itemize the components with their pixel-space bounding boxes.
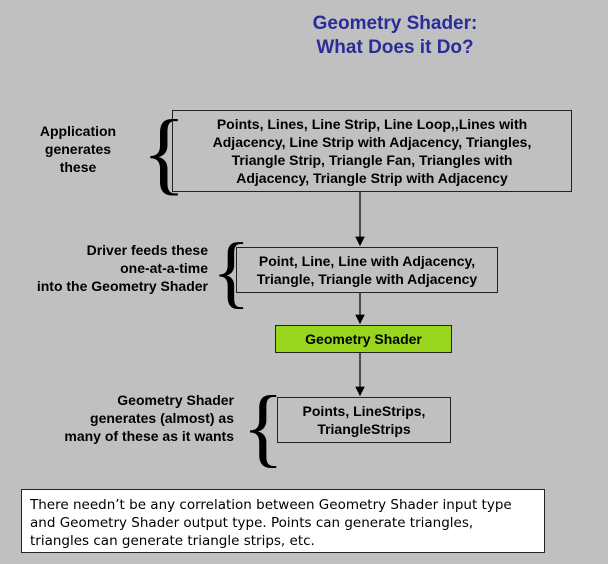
primitives-line: Adjacency, Line Strip with Adjacency, Tr… <box>212 134 532 150</box>
output-label-line: Geometry Shader <box>117 392 234 408</box>
driver-primitive-line: Point, Line, Line with Adjacency, <box>258 253 476 269</box>
driver-label: Driver feeds these one-at-a-time into th… <box>10 241 208 295</box>
note-line: and Geometry Shader output type. Points … <box>30 515 474 531</box>
output-primitive-line: TriangleStrips <box>317 421 411 437</box>
note-line: triangles can generate triangle strips, … <box>30 533 315 549</box>
slide-title-line-1: Geometry Shader: <box>312 13 478 34</box>
output-primitives-box: Points, LineStrips, TriangleStrips <box>277 397 451 443</box>
driver-primitive-box: Point, Line, Line with Adjacency, Triang… <box>236 247 498 293</box>
primitives-line: Points, Lines, Line Strip, Line Loop,,Li… <box>216 116 528 132</box>
primitives-line: Triangle Strip, Triangle Fan, Triangles … <box>231 152 513 168</box>
note-line: There needn’t be any correlation between… <box>30 497 512 513</box>
geometry-shader-label: Geometry Shader <box>305 331 422 347</box>
output-label-line: many of these as it wants <box>64 428 234 444</box>
application-label-line: Application <box>39 123 117 139</box>
primitives-line: Adjacency, Triangle Strip with Adjacency <box>236 170 508 186</box>
driver-label-line: one-at-a-time <box>120 260 208 276</box>
correlation-note: There needn’t be any correlation between… <box>21 489 545 553</box>
application-primitives-box: Points, Lines, Line Strip, Line Loop,,Li… <box>172 110 572 192</box>
application-label-line: these <box>59 159 97 175</box>
geometry-shader-box: Geometry Shader <box>275 325 452 353</box>
slide-title-line-2: What Does it Do? <box>316 37 474 58</box>
curly-brace-icon: { <box>212 228 251 316</box>
output-primitive-line: Points, LineStrips, <box>302 403 426 419</box>
driver-label-line: Driver feeds these <box>86 242 208 258</box>
application-label: Application generates these <box>20 122 136 176</box>
driver-label-line: into the Geometry Shader <box>36 278 208 294</box>
driver-primitive-line: Triangle, Triangle with Adjacency <box>256 271 478 287</box>
application-label-line: generates <box>44 141 112 157</box>
output-label-line: generates (almost) as <box>90 410 234 426</box>
curly-brace-icon: { <box>142 101 187 203</box>
output-label: Geometry Shader generates (almost) as ma… <box>20 391 234 445</box>
